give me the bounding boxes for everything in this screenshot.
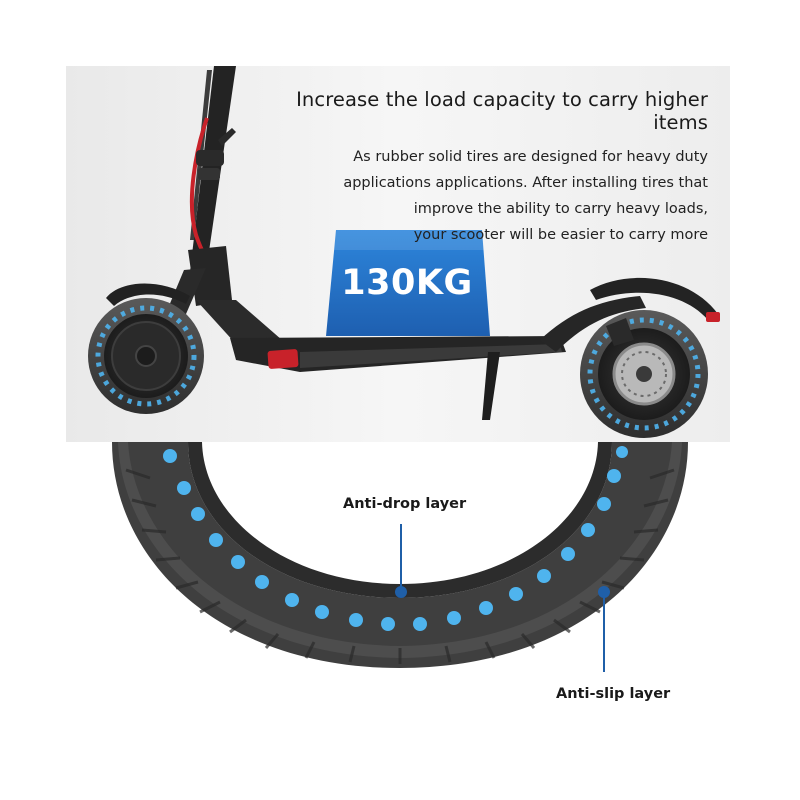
description-line: your scooter will be easier to carry mor… xyxy=(413,227,708,243)
anti-drop-label: Anti-drop layer xyxy=(343,496,467,512)
description-line: improve the ability to carry heavy loads… xyxy=(413,201,708,217)
description-line: As rubber solid tires are designed for h… xyxy=(353,149,708,165)
load-capacity-badge xyxy=(326,230,490,336)
anti-slip-label: Anti-slip layer xyxy=(556,686,671,702)
anti-slip-leader xyxy=(598,586,610,672)
description-line: applications applications. After install… xyxy=(343,175,708,191)
headline: Increase the load capacity to carry high… xyxy=(296,88,708,134)
scooter-illustration xyxy=(88,66,720,438)
headline-block: Increase the load capacity to carry high… xyxy=(238,88,708,248)
load-capacity-label: 130KG xyxy=(341,263,473,303)
tire-cross-section xyxy=(112,442,688,668)
anti-drop-leader xyxy=(395,524,407,598)
description: As rubber solid tires are designed for h… xyxy=(238,144,708,248)
